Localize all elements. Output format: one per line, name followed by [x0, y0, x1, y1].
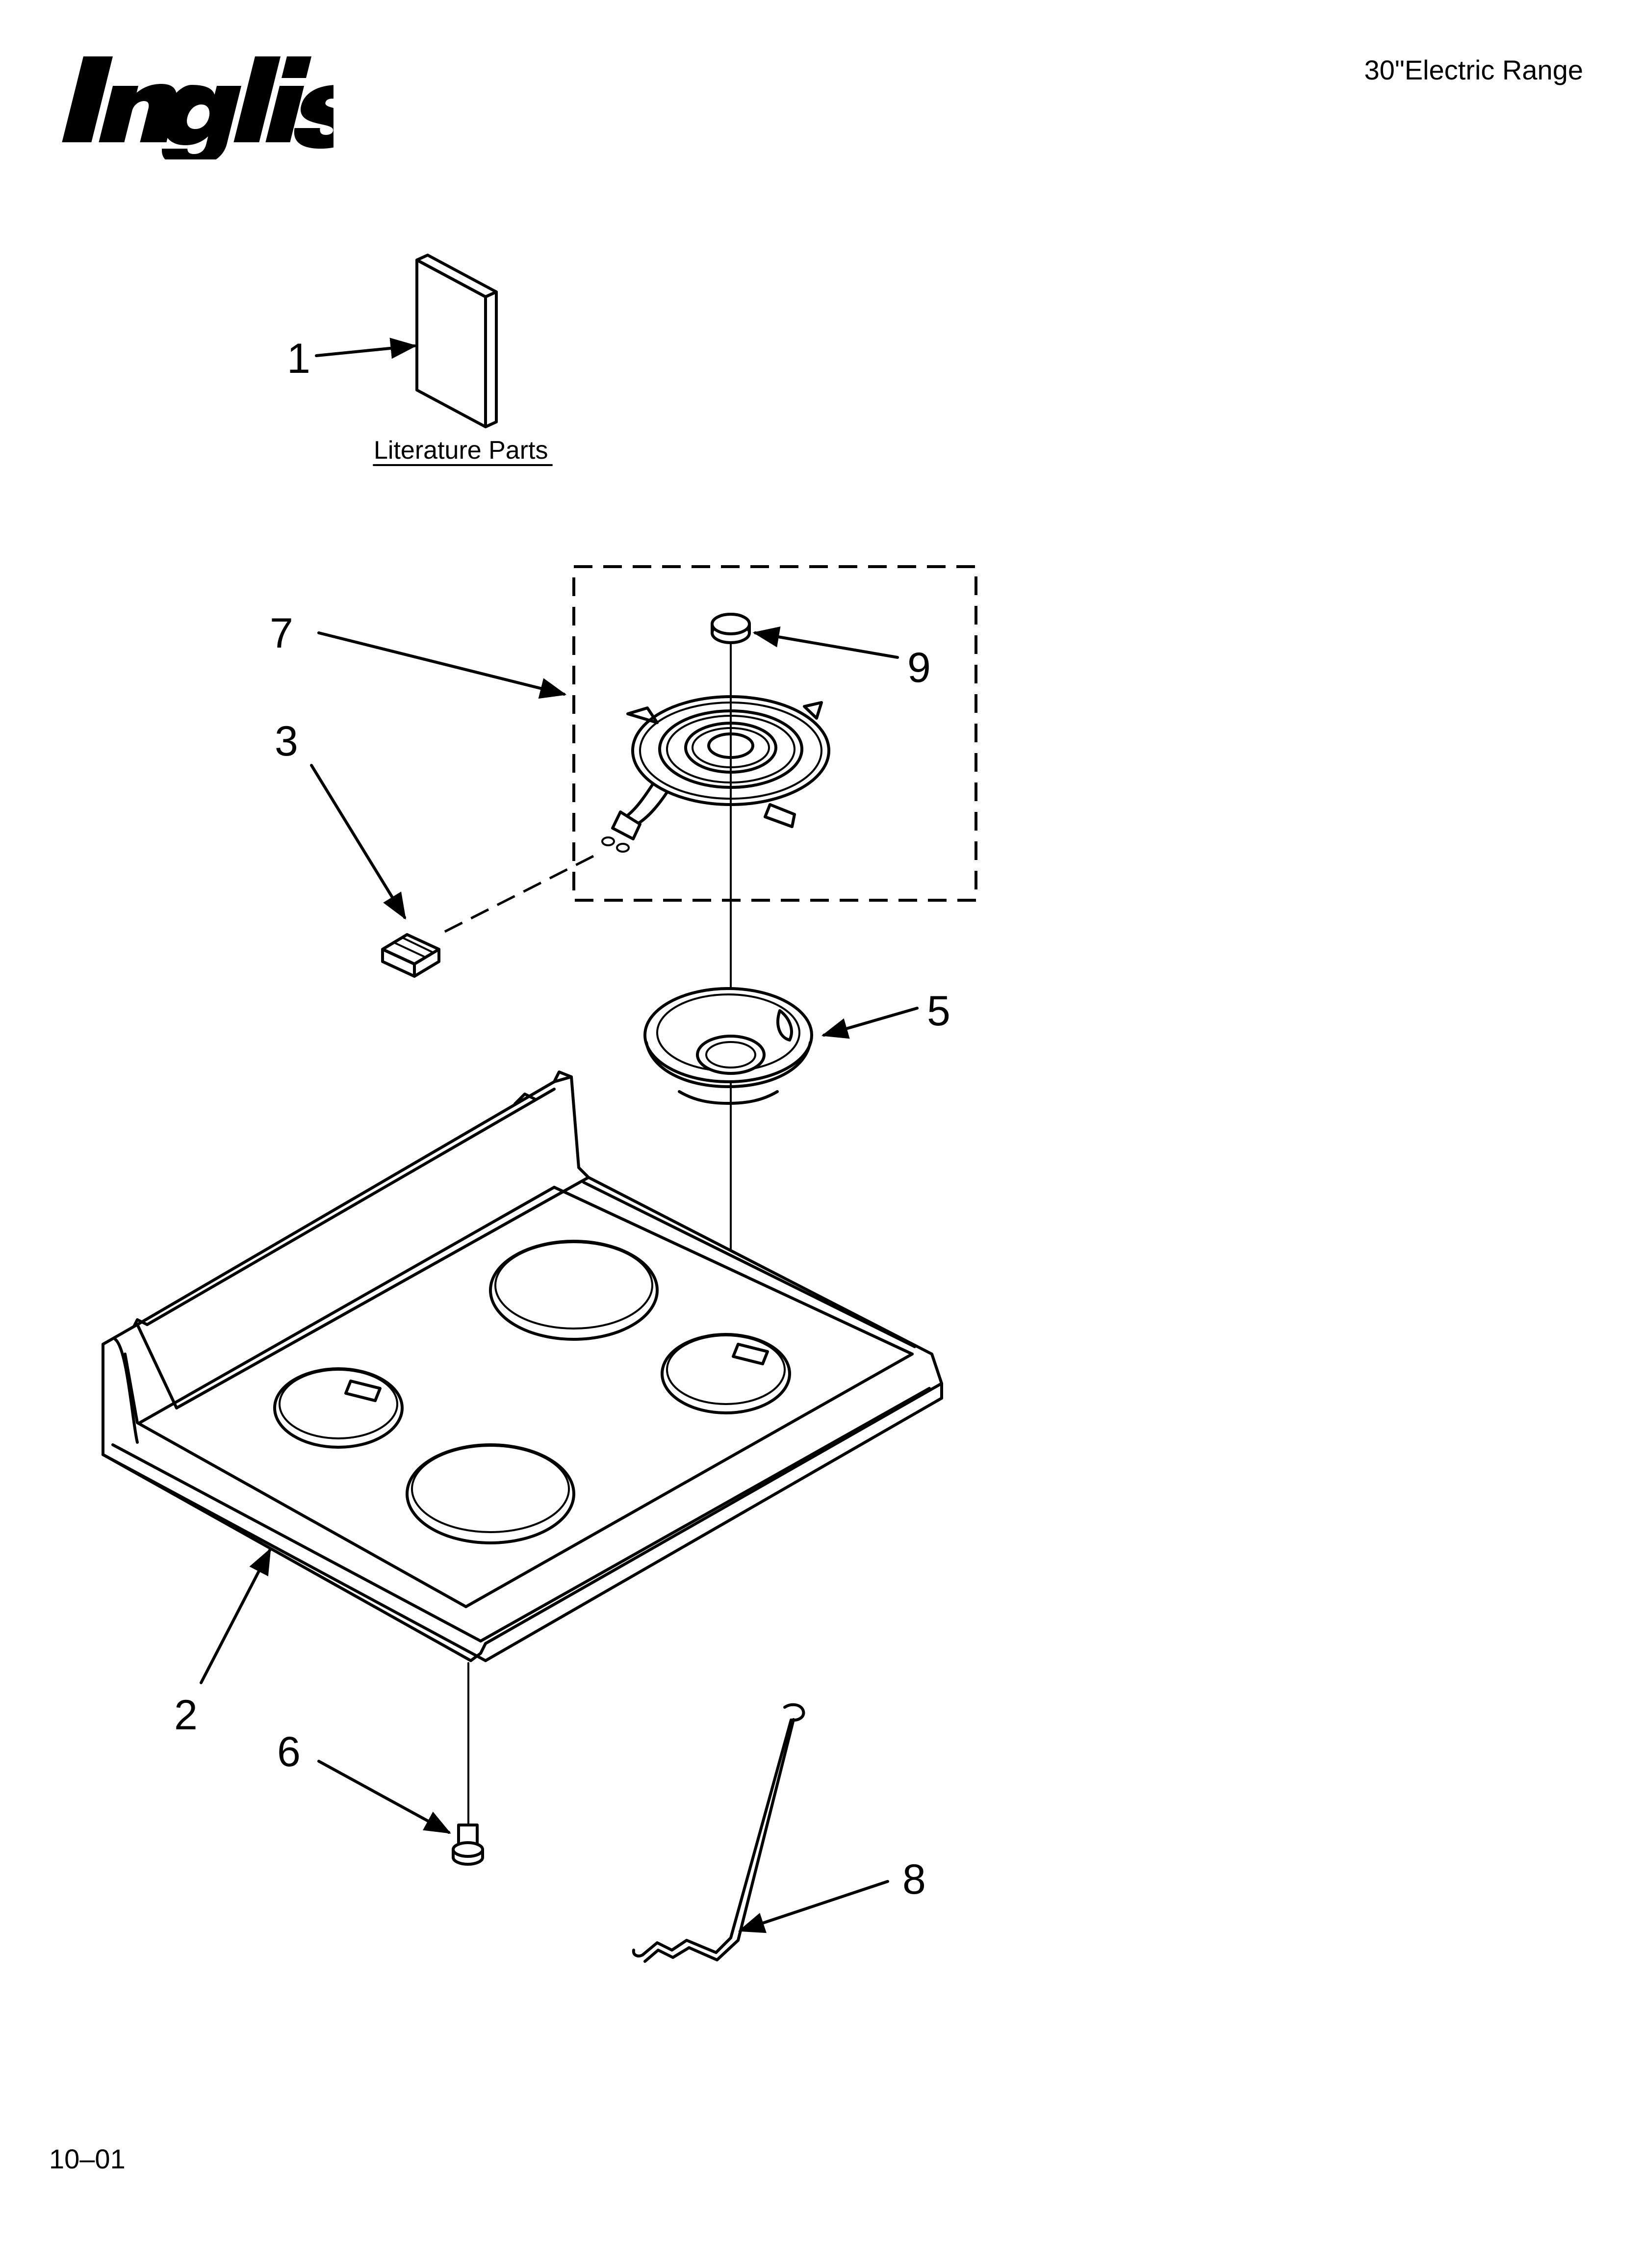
literature-parts-label: Literature Parts	[374, 436, 548, 465]
callout-3: 3	[275, 718, 298, 765]
callout-2: 2	[174, 1692, 198, 1739]
callout-1: 1	[287, 335, 310, 382]
cooktop-screw	[452, 1824, 484, 1866]
element-center-cap	[711, 613, 751, 644]
callout-7: 7	[270, 610, 293, 657]
brand-logo	[62, 56, 334, 159]
terminal-block	[381, 933, 440, 978]
product-title: 30"Electric Range	[1364, 54, 1583, 85]
element-kit-dashed-box	[572, 565, 977, 902]
terminal-connection-dashed-line	[443, 855, 594, 934]
callout-5: 5	[927, 988, 950, 1035]
callout-8: 8	[902, 1856, 926, 1903]
callout-6: 6	[277, 1728, 301, 1775]
cooktop	[102, 1070, 943, 1662]
surface-element-coil	[601, 695, 830, 853]
revision-code: 10–01	[49, 2143, 126, 2174]
support-rod	[632, 1703, 805, 1963]
drip-bowl	[643, 987, 813, 1105]
callout-9: 9	[907, 644, 931, 691]
callout-leaders	[200, 338, 919, 1933]
literature-booklet	[415, 254, 498, 428]
